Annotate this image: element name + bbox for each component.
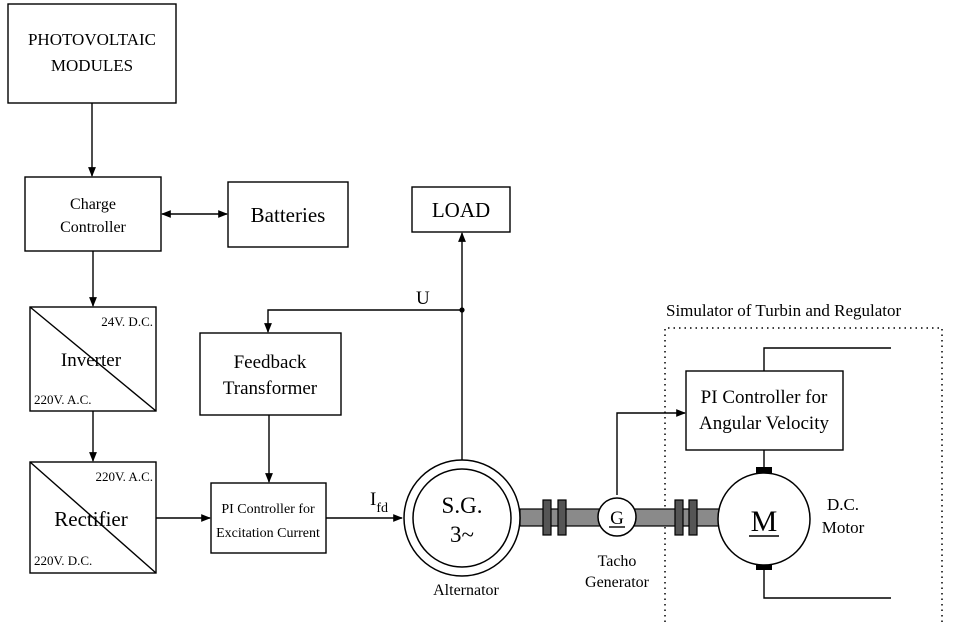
tacho-caption-line1: Tacho (598, 553, 637, 570)
rectifier-output-rating: 220V. D.C. (34, 553, 92, 568)
wire-motor-return (763, 568, 891, 599)
charge-controller-line2: Controller (60, 219, 126, 236)
inverter-label: Inverter (61, 350, 122, 371)
coupling-right-b (688, 499, 698, 536)
load-block: LOAD (411, 186, 511, 233)
rectifier-block: 220V. A.C. Rectifier 220V. D.C. (29, 461, 157, 574)
alternator-caption: Alternator (433, 582, 499, 599)
pv-label-line2: MODULES (51, 56, 133, 75)
charge-controller-line1: Charge (70, 196, 116, 213)
wire-tacho-to-pi (616, 409, 686, 495)
tacho-generator: G Tacho Generator (585, 497, 650, 591)
charge-controller-block: Charge Controller (24, 176, 162, 252)
pv-modules-block: PHOTOVOLTAIC MODULES (7, 3, 177, 104)
coupling-left-a (542, 499, 552, 536)
pi-excitation-block: PI Controller for Excitation Current (210, 482, 327, 554)
tacho-caption-line2: Generator (585, 574, 650, 591)
inverter-output-rating: 220V. A.C. (34, 392, 92, 407)
inverter-input-rating: 24V. D.C. (101, 314, 153, 329)
motor-brush-bottom (756, 562, 772, 570)
motor-circle (717, 472, 811, 566)
pi-excitation-line2: Excitation Current (216, 526, 320, 541)
feedback-line2: Transformer (223, 378, 318, 399)
rectifier-input-rating: 220V. A.C. (95, 469, 153, 484)
rectifier-label: Rectifier (54, 507, 127, 531)
motor-caption-line2: Motor (822, 518, 865, 537)
connections (88, 103, 891, 599)
feedback-transformer-block: Feedback Transformer (199, 332, 342, 416)
alternator-symbol-line2: 3~ (450, 522, 474, 547)
feedback-line1: Feedback (234, 352, 307, 373)
coupling-left-b (557, 499, 567, 536)
tacho-symbol: G (610, 508, 624, 529)
field-current-label: Ifd (370, 489, 388, 516)
inverter-block: 24V. D.C. Inverter 220V. A.C. (29, 306, 157, 412)
wire-voltage-feedback (264, 309, 462, 333)
junction-dot (459, 307, 465, 313)
alternator-symbol-line1: S.G. (442, 493, 483, 518)
motor-symbol: M (751, 505, 778, 538)
voltage-signal-label: U (416, 288, 430, 309)
motor-caption-line1: D.C. (827, 495, 859, 514)
batteries-block: Batteries (227, 181, 349, 248)
pi-excitation-line1: PI Controller for (221, 502, 315, 517)
dc-motor: M D.C. Motor (717, 467, 865, 570)
wire-pi-reference (763, 347, 891, 371)
simulator-region: Simulator of Turbin and Regulator (664, 301, 943, 622)
pi-angular-line1: PI Controller for (701, 387, 828, 408)
alternator: S.G. 3~ Alternator (403, 459, 521, 599)
load-label: LOAD (432, 198, 490, 222)
simulator-label: Simulator of Turbin and Regulator (666, 301, 902, 320)
coupling-right-a (674, 499, 684, 536)
pv-label-line1: PHOTOVOLTAIC (28, 30, 156, 49)
pi-angular-block: PI Controller for Angular Velocity (685, 370, 844, 451)
batteries-label: Batteries (251, 203, 326, 227)
pi-angular-line2: Angular Velocity (699, 413, 829, 434)
tacho-circle (597, 497, 637, 537)
motor-brush-top (756, 467, 772, 475)
alternator-rotor (412, 468, 512, 568)
